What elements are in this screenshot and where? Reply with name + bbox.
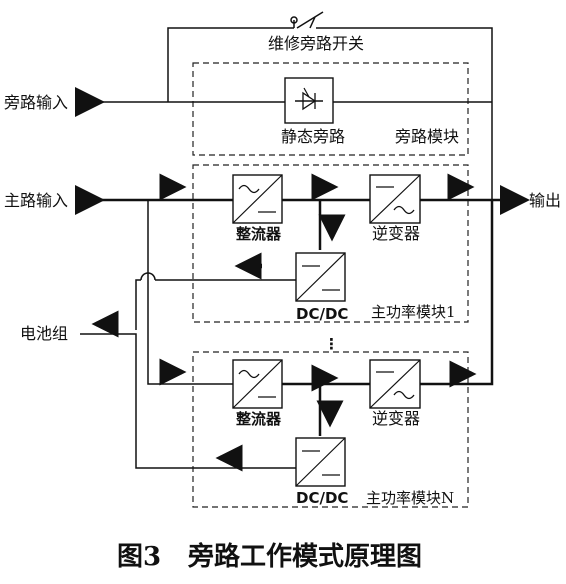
inverter-icon bbox=[369, 359, 421, 409]
output-label: 输出 bbox=[529, 191, 561, 210]
bypass-module-frame bbox=[192, 62, 469, 156]
rectifier-1-label: 整流器 bbox=[236, 225, 282, 243]
bypass-input-label: 旁路输入 bbox=[4, 93, 68, 112]
flow-arrow-icon bbox=[159, 358, 477, 472]
power-module-n-label: 主功率模块N bbox=[366, 489, 454, 507]
figure-title: 旁路工作模式原理图 bbox=[187, 541, 422, 572]
static-switch-icon bbox=[284, 77, 334, 124]
bypass-module-label: 旁路模块 bbox=[395, 127, 459, 146]
power-module-n-frame bbox=[192, 351, 469, 508]
power-module-1-label: 主功率模块1 bbox=[371, 303, 456, 321]
mains-input-label: 主路输入 bbox=[4, 191, 68, 210]
dcdc-icon bbox=[295, 252, 346, 302]
dcdc-n-label: DC/DC bbox=[296, 489, 348, 507]
inverter-icon bbox=[369, 174, 421, 224]
flow-arrow-icon bbox=[91, 173, 475, 338]
static-bypass-label: 静态旁路 bbox=[281, 127, 345, 146]
battery-label: 电池组 bbox=[20, 324, 68, 343]
maint-switch-label: 维修旁路开关 bbox=[268, 34, 364, 53]
module-ellipsis: ⋮ bbox=[324, 335, 339, 353]
inverter-1-label: 逆变器 bbox=[372, 224, 420, 243]
module-1-wiring bbox=[80, 198, 510, 250]
module-1-aux-wiring bbox=[135, 200, 296, 385]
dcdc-icon bbox=[295, 437, 346, 487]
power-module-1-frame bbox=[192, 164, 469, 323]
maint-switch-blade bbox=[296, 11, 324, 29]
inverter-n-label: 逆变器 bbox=[372, 409, 420, 428]
maintenance-bypass-line bbox=[167, 16, 493, 200]
rectifier-icon bbox=[232, 359, 283, 409]
dcdc-1-label: DC/DC bbox=[296, 305, 348, 323]
rectifier-n-label: 整流器 bbox=[236, 410, 282, 428]
rectifier-icon bbox=[232, 174, 283, 224]
figure-number: 图3 bbox=[117, 542, 161, 572]
